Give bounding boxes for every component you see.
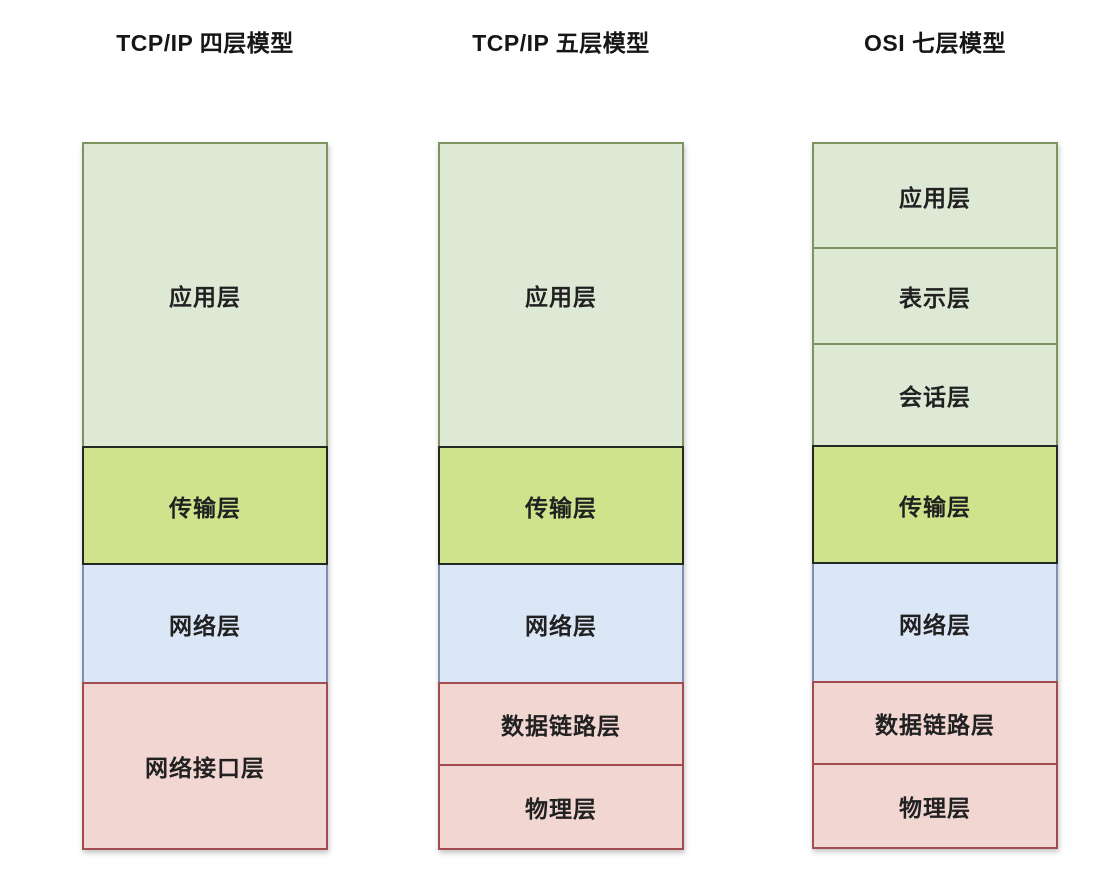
layer-box-osi7-4: 传输层	[812, 445, 1058, 564]
layer-stack-osi7: 应用层表示层会话层传输层网络层数据链路层物理层	[812, 142, 1058, 849]
layer-box-tcpip4-1: 应用层	[82, 142, 328, 448]
layer-label: 应用层	[899, 184, 971, 211]
layer-box-tcpip4-2: 传输层	[82, 446, 328, 565]
layer-label: 应用层	[525, 284, 597, 310]
layer-label: 传输层	[525, 494, 597, 521]
layer-box-osi7-7: 物理层	[812, 763, 1058, 849]
layer-box-tcpip4-3: 网络层	[82, 563, 328, 684]
layer-box-tcpip5-5: 物理层	[438, 764, 684, 850]
layer-label: 表示层	[899, 285, 971, 311]
layer-label: 网络接口层	[145, 755, 265, 781]
layer-label: 物理层	[525, 796, 597, 822]
layer-label: 网络层	[525, 612, 597, 639]
layer-label: 数据链路层	[501, 713, 621, 739]
column-title-tcpip4: TCP/IP 四层模型	[116, 30, 294, 56]
layer-stack-tcpip5: 应用层传输层网络层数据链路层物理层	[438, 142, 684, 850]
layer-box-tcpip5-4: 数据链路层	[438, 682, 684, 766]
layer-label: 传输层	[169, 494, 241, 521]
layer-box-osi7-1: 应用层	[812, 142, 1058, 249]
layer-label: 会话层	[899, 384, 971, 410]
layer-box-osi7-2: 表示层	[812, 247, 1058, 345]
layer-box-osi7-5: 网络层	[812, 562, 1058, 683]
layer-box-tcpip4-4: 网络接口层	[82, 682, 328, 850]
layer-label: 应用层	[169, 284, 241, 310]
layer-label: 网络层	[169, 612, 241, 639]
layer-label: 物理层	[899, 795, 971, 821]
layer-label: 网络层	[899, 611, 971, 638]
layer-label: 数据链路层	[875, 712, 995, 738]
column-title-osi7: OSI 七层模型	[863, 30, 1006, 56]
layer-box-tcpip5-3: 网络层	[438, 563, 684, 684]
layer-label: 传输层	[899, 493, 971, 520]
layer-box-osi7-3: 会话层	[812, 343, 1058, 447]
layer-box-osi7-6: 数据链路层	[812, 681, 1058, 765]
layer-box-tcpip5-1: 应用层	[438, 142, 684, 448]
column-title-tcpip5: TCP/IP 五层模型	[472, 30, 650, 56]
layer-box-tcpip5-2: 传输层	[438, 446, 684, 565]
layer-stack-tcpip4: 应用层传输层网络层网络接口层	[82, 142, 328, 850]
